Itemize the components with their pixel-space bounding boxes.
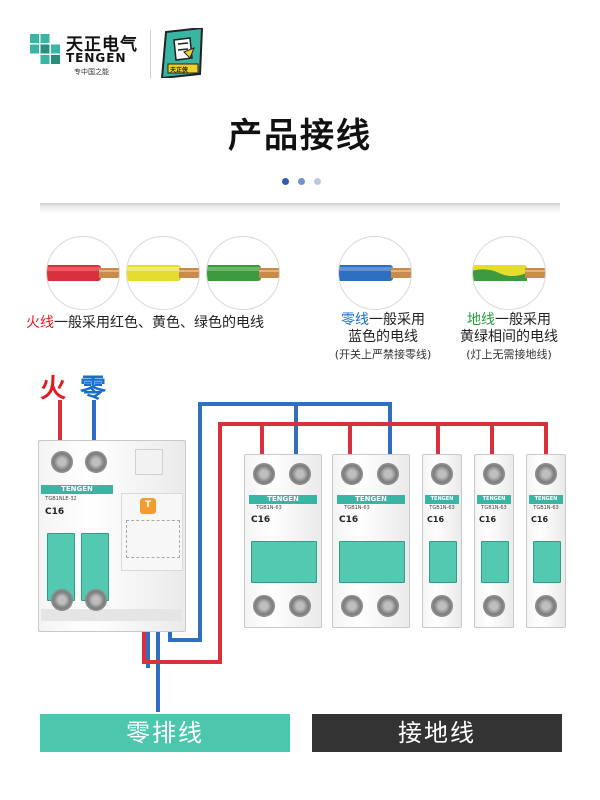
earth-bus-bar: 接地线 xyxy=(312,714,562,752)
section-divider xyxy=(40,203,560,213)
main-rating: C16 xyxy=(45,507,65,517)
dot-2 xyxy=(298,178,306,185)
brand-slogan: 专中国之能 xyxy=(74,68,109,76)
screw-icon xyxy=(341,463,363,485)
screw-icon xyxy=(431,595,453,617)
live-wire-text: 一般采用红色、黄色、绿色的电线 xyxy=(54,315,264,331)
earth-wire-line1: 一般采用 xyxy=(495,312,551,328)
screw-icon xyxy=(253,463,275,485)
screw-icon xyxy=(377,463,399,485)
screw-icon xyxy=(253,595,275,617)
blue-wire-sample xyxy=(338,236,412,310)
screw-icon xyxy=(483,463,505,485)
screw-icon xyxy=(289,463,311,485)
din-rail-slot xyxy=(41,609,181,621)
single-3-handle[interactable] xyxy=(533,541,561,583)
neutral-wire-line1: 一般采用 xyxy=(369,312,425,328)
single-breaker-2: TENGEN TGB1N-63 C16 xyxy=(474,454,514,628)
single-3-brand: TENGEN xyxy=(529,495,563,504)
double-2-model: TGB1N-63 xyxy=(344,505,370,511)
main-brand-strip: TENGEN xyxy=(41,485,113,494)
neutral-bus-bar: 零排线 xyxy=(40,714,290,752)
single-2-handle[interactable] xyxy=(481,541,509,583)
neutral-wire-note: (开关上严禁接零线) xyxy=(334,348,432,361)
logo-divider xyxy=(150,30,151,78)
screw-icon xyxy=(51,589,73,611)
double-1-rating: C16 xyxy=(251,515,271,525)
single-breaker-3: TENGEN TGB1N-63 C16 xyxy=(526,454,566,628)
double-2-handle[interactable] xyxy=(339,541,405,583)
screw-icon xyxy=(535,463,557,485)
live-wire-description: 火线一般采用红色、黄色、绿色的电线 xyxy=(26,312,264,332)
brand-logo-icon xyxy=(30,34,60,64)
earth-wire-description: 地线一般采用 黄绿相间的电线 (灯上无需接地线) xyxy=(444,312,574,363)
single-2-brand: TENGEN xyxy=(477,495,511,504)
live-marker: 火 xyxy=(40,374,67,404)
page-title: 产品接线 xyxy=(228,116,372,156)
live-bus-wire xyxy=(142,422,548,664)
yellow-green-wire-sample xyxy=(472,236,546,310)
neutral-wire-highlight: 零线 xyxy=(341,312,369,328)
single-2-rating: C16 xyxy=(479,515,497,524)
single-1-brand: TENGEN xyxy=(425,495,459,504)
neutral-marker: 零 xyxy=(80,374,107,404)
test-label: T xyxy=(145,500,152,510)
brand-name-cn: 天正电气 xyxy=(66,35,138,55)
screw-icon xyxy=(535,595,557,617)
mascot-badge-icon: 天正侠 xyxy=(160,26,206,80)
main-model: TGB1NLE-32 xyxy=(45,496,77,502)
screw-icon xyxy=(51,451,73,473)
double-breaker-2: TENGEN TGB1N-63 C16 xyxy=(332,454,410,628)
screw-icon xyxy=(85,589,107,611)
double-breaker-1: TENGEN TGB1N-63 C16 xyxy=(244,454,322,628)
brand-name-en: TENGEN xyxy=(66,51,127,65)
single-2-model: TGB1N-63 xyxy=(481,505,507,511)
single-1-model: TGB1N-63 xyxy=(429,505,455,511)
test-button[interactable]: T xyxy=(140,498,156,514)
single-1-rating: C16 xyxy=(427,515,445,524)
earth-wire-highlight: 地线 xyxy=(467,312,495,328)
single-1-handle[interactable] xyxy=(429,541,457,583)
earth-wire-line2: 黄绿相间的电线 xyxy=(460,329,558,345)
live-wire-highlight: 火线 xyxy=(26,315,54,331)
double-1-brand: TENGEN xyxy=(249,495,317,504)
screw-icon xyxy=(289,595,311,617)
screw-icon xyxy=(377,595,399,617)
double-2-brand: TENGEN xyxy=(337,495,405,504)
terminal-cover xyxy=(135,449,163,475)
red-wire-sample xyxy=(46,236,120,310)
double-1-handle[interactable] xyxy=(251,541,317,583)
screw-icon xyxy=(483,595,505,617)
title-dots xyxy=(282,170,325,189)
badge-text: 天正侠 xyxy=(170,67,189,74)
neutral-wire-line2: 蓝色的电线 xyxy=(348,329,418,345)
green-wire-sample xyxy=(206,236,280,310)
single-breaker-1: TENGEN TGB1N-63 C16 xyxy=(422,454,462,628)
double-2-rating: C16 xyxy=(339,515,359,525)
screw-icon xyxy=(85,451,107,473)
screw-icon xyxy=(431,463,453,485)
yellow-wire-sample xyxy=(126,236,200,310)
screw-icon xyxy=(341,595,363,617)
dot-3 xyxy=(314,178,322,185)
dot-1 xyxy=(282,178,289,185)
double-1-model: TGB1N-63 xyxy=(256,505,282,511)
earth-wire-note: (灯上无需接地线) xyxy=(466,348,552,361)
neutral-wire-description: 零线一般采用 蓝色的电线 (开关上严禁接零线) xyxy=(318,312,448,363)
main-rcbo-breaker: TENGEN TGB1NLE-32 C16 T xyxy=(38,440,186,632)
rcd-schematic xyxy=(126,520,180,558)
rcd-module: T xyxy=(121,493,183,571)
neutral-bus-wire xyxy=(168,402,392,642)
single-3-model: TGB1N-63 xyxy=(533,505,559,511)
single-3-rating: C16 xyxy=(531,515,549,524)
